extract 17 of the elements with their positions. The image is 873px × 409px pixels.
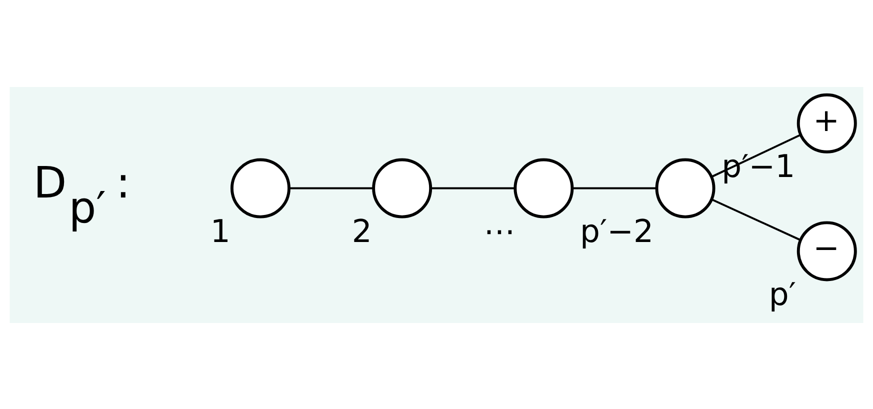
- connector: [711, 134, 801, 178]
- node-label: 2: [352, 213, 372, 250]
- node-label: p′−1: [722, 148, 796, 185]
- node-label: 1: [210, 213, 230, 250]
- node-label: ⋯: [484, 213, 516, 250]
- node-label: p′−2: [580, 213, 654, 250]
- node-circle: +: [796, 92, 857, 153]
- node-circle: [230, 158, 290, 218]
- connector: [290, 186, 373, 189]
- node-circle: [372, 158, 432, 218]
- node-circle: −: [796, 220, 857, 281]
- node-circle: [655, 158, 716, 218]
- node-label: p′: [768, 276, 796, 312]
- connector: [572, 186, 656, 189]
- connector: [711, 198, 801, 240]
- node-circle: [514, 158, 574, 218]
- connector: [431, 186, 515, 189]
